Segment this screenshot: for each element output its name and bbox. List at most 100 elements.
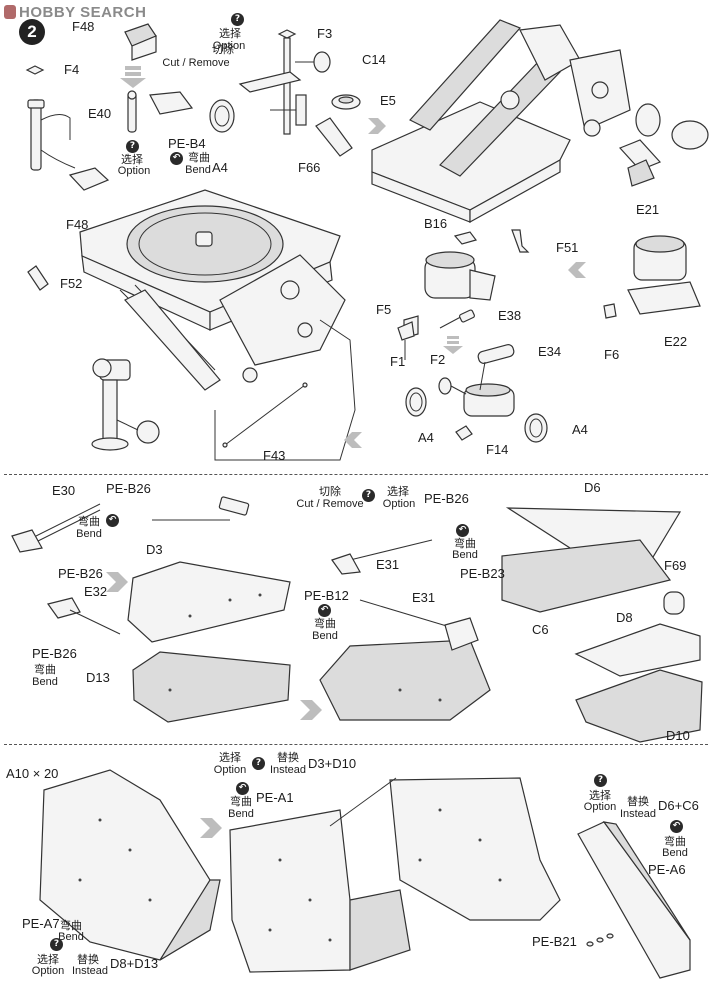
bend-icon: ↶ [170,152,183,165]
bend-icon-s2-1: ↶ [106,514,119,527]
label-d3-d10: D3+D10 [308,756,357,771]
label-a4-top: A4 [212,160,228,175]
label-e30: E30 [52,483,76,498]
instead-label-s3-1: Instead [269,764,307,776]
arrow-right-3 [300,700,322,720]
logo-icon [4,5,16,19]
part-f48-bottom [68,167,110,191]
part-d8 [574,623,701,677]
bend-label-s3-2: Bend [58,931,84,943]
section-divider-1 [4,474,708,475]
label-d13: D13 [86,670,110,685]
label-d8-d13: D8+D13 [110,956,159,971]
label-f2: F2 [430,352,446,367]
bend-icon-s2-3: ↶ [456,524,469,537]
label-c6: C6 [532,622,549,637]
bend-label-s2-3: Bend [452,549,478,561]
label-e38: E38 [498,308,522,323]
bend-cn-s2-1: 弯曲 [78,516,100,528]
plate-assembled-mid [319,599,491,721]
plate-d3 [127,496,291,643]
part-d10 [575,669,703,743]
bend-label-s3-3: Bend [662,847,688,859]
part-f3-stand [238,29,307,135]
bolt-holes [78,593,502,942]
cut-cn-s2: 切除 [319,486,341,498]
label-f69: F69 [664,558,687,573]
instead-label-s3-2: Instead [71,965,109,977]
label-e22: E22 [664,334,688,349]
instead-cn-s3-1: 替换 [277,752,299,764]
label-d6: D6 [584,480,601,495]
bend-label-s2-4: Bend [312,630,338,642]
label-f51: F51 [556,240,579,255]
option-icon: ? [231,13,244,26]
part-a4-wheel-right [524,413,548,443]
hobby-search-watermark: HOBBY SEARCH [4,4,146,21]
label-a4-bottom: A4 [418,430,434,445]
option-icon-s3-3: ? [594,774,607,787]
bend-label: Bend [185,164,211,176]
label-f6: F6 [604,347,620,362]
subassembly-e34 [463,344,515,417]
label-f4: F4 [64,62,80,77]
arrow-right-4 [200,818,222,838]
bend-cn-s2-2: 弯曲 [34,664,56,676]
part-f51 [511,229,530,253]
bend-cn: 弯曲 [188,152,210,164]
cut-label-s2: Cut / Remove [296,498,364,510]
part-f69 [663,591,685,615]
label-f48-bottom: F48 [66,217,89,232]
label-pe-a1: PE-A1 [256,790,294,805]
label-e31-mid: E31 [412,590,436,605]
option-label: Option [212,40,246,52]
pe-b21-pins [586,933,614,947]
part-f52 [27,265,49,291]
label-pe-b12: PE-B12 [304,588,349,603]
option-label-s3-2: Option [31,965,65,977]
label-f52: F52 [60,276,83,291]
bend-cn-s2-4: 弯曲 [314,618,336,630]
bend-cn-s3-1: 弯曲 [230,796,252,808]
label-f1: F1 [390,354,406,369]
part-e40 [27,99,76,171]
label-e31-top: E31 [376,557,400,572]
label-f3: F3 [317,26,333,41]
part-pe-b4-group [127,90,194,133]
part-f4 [25,65,45,75]
label-e32: E32 [84,584,108,599]
label-d3: D3 [146,542,163,557]
label-pe-b21: PE-B21 [532,934,577,949]
label-pe-b23: PE-B23 [460,566,505,581]
bend-cn-s3-2: 弯曲 [60,920,82,932]
part-f66 [315,117,353,157]
part-f2 [438,377,467,395]
label-c14: C14 [362,52,386,67]
label-a10: A10 × 20 [6,766,59,781]
option-cn-2: 选择 [121,154,143,166]
option-label-2: Option [117,165,151,177]
handwheel-assembly-left [91,358,160,451]
option-cn-s2: 选择 [387,486,409,498]
label-b16: B16 [424,216,448,231]
label-pe-b26-2: PE-B26 [58,566,103,581]
label-pe-a7: PE-A7 [22,916,60,931]
section-divider-2 [4,744,708,745]
bend-cn-s2-3: 弯曲 [454,538,476,550]
part-a4-wheel-top [209,99,235,133]
option-cn-s3-3: 选择 [589,790,611,802]
option-cn: 选择 [219,28,241,40]
label-a4-right: A4 [572,422,588,437]
arrow-left-2 [568,262,586,278]
label-d10: D10 [666,728,690,743]
label-e40: E40 [88,106,112,121]
part-c6 [501,539,672,613]
hull-plate-mid-left [229,809,411,973]
step-number-badge: 2 [19,19,45,45]
subassembly-b16 [424,231,496,301]
label-e21: E21 [636,202,660,217]
part-e21-handwheel [618,103,709,187]
part-e30 [11,503,101,553]
leader-line [329,777,397,827]
